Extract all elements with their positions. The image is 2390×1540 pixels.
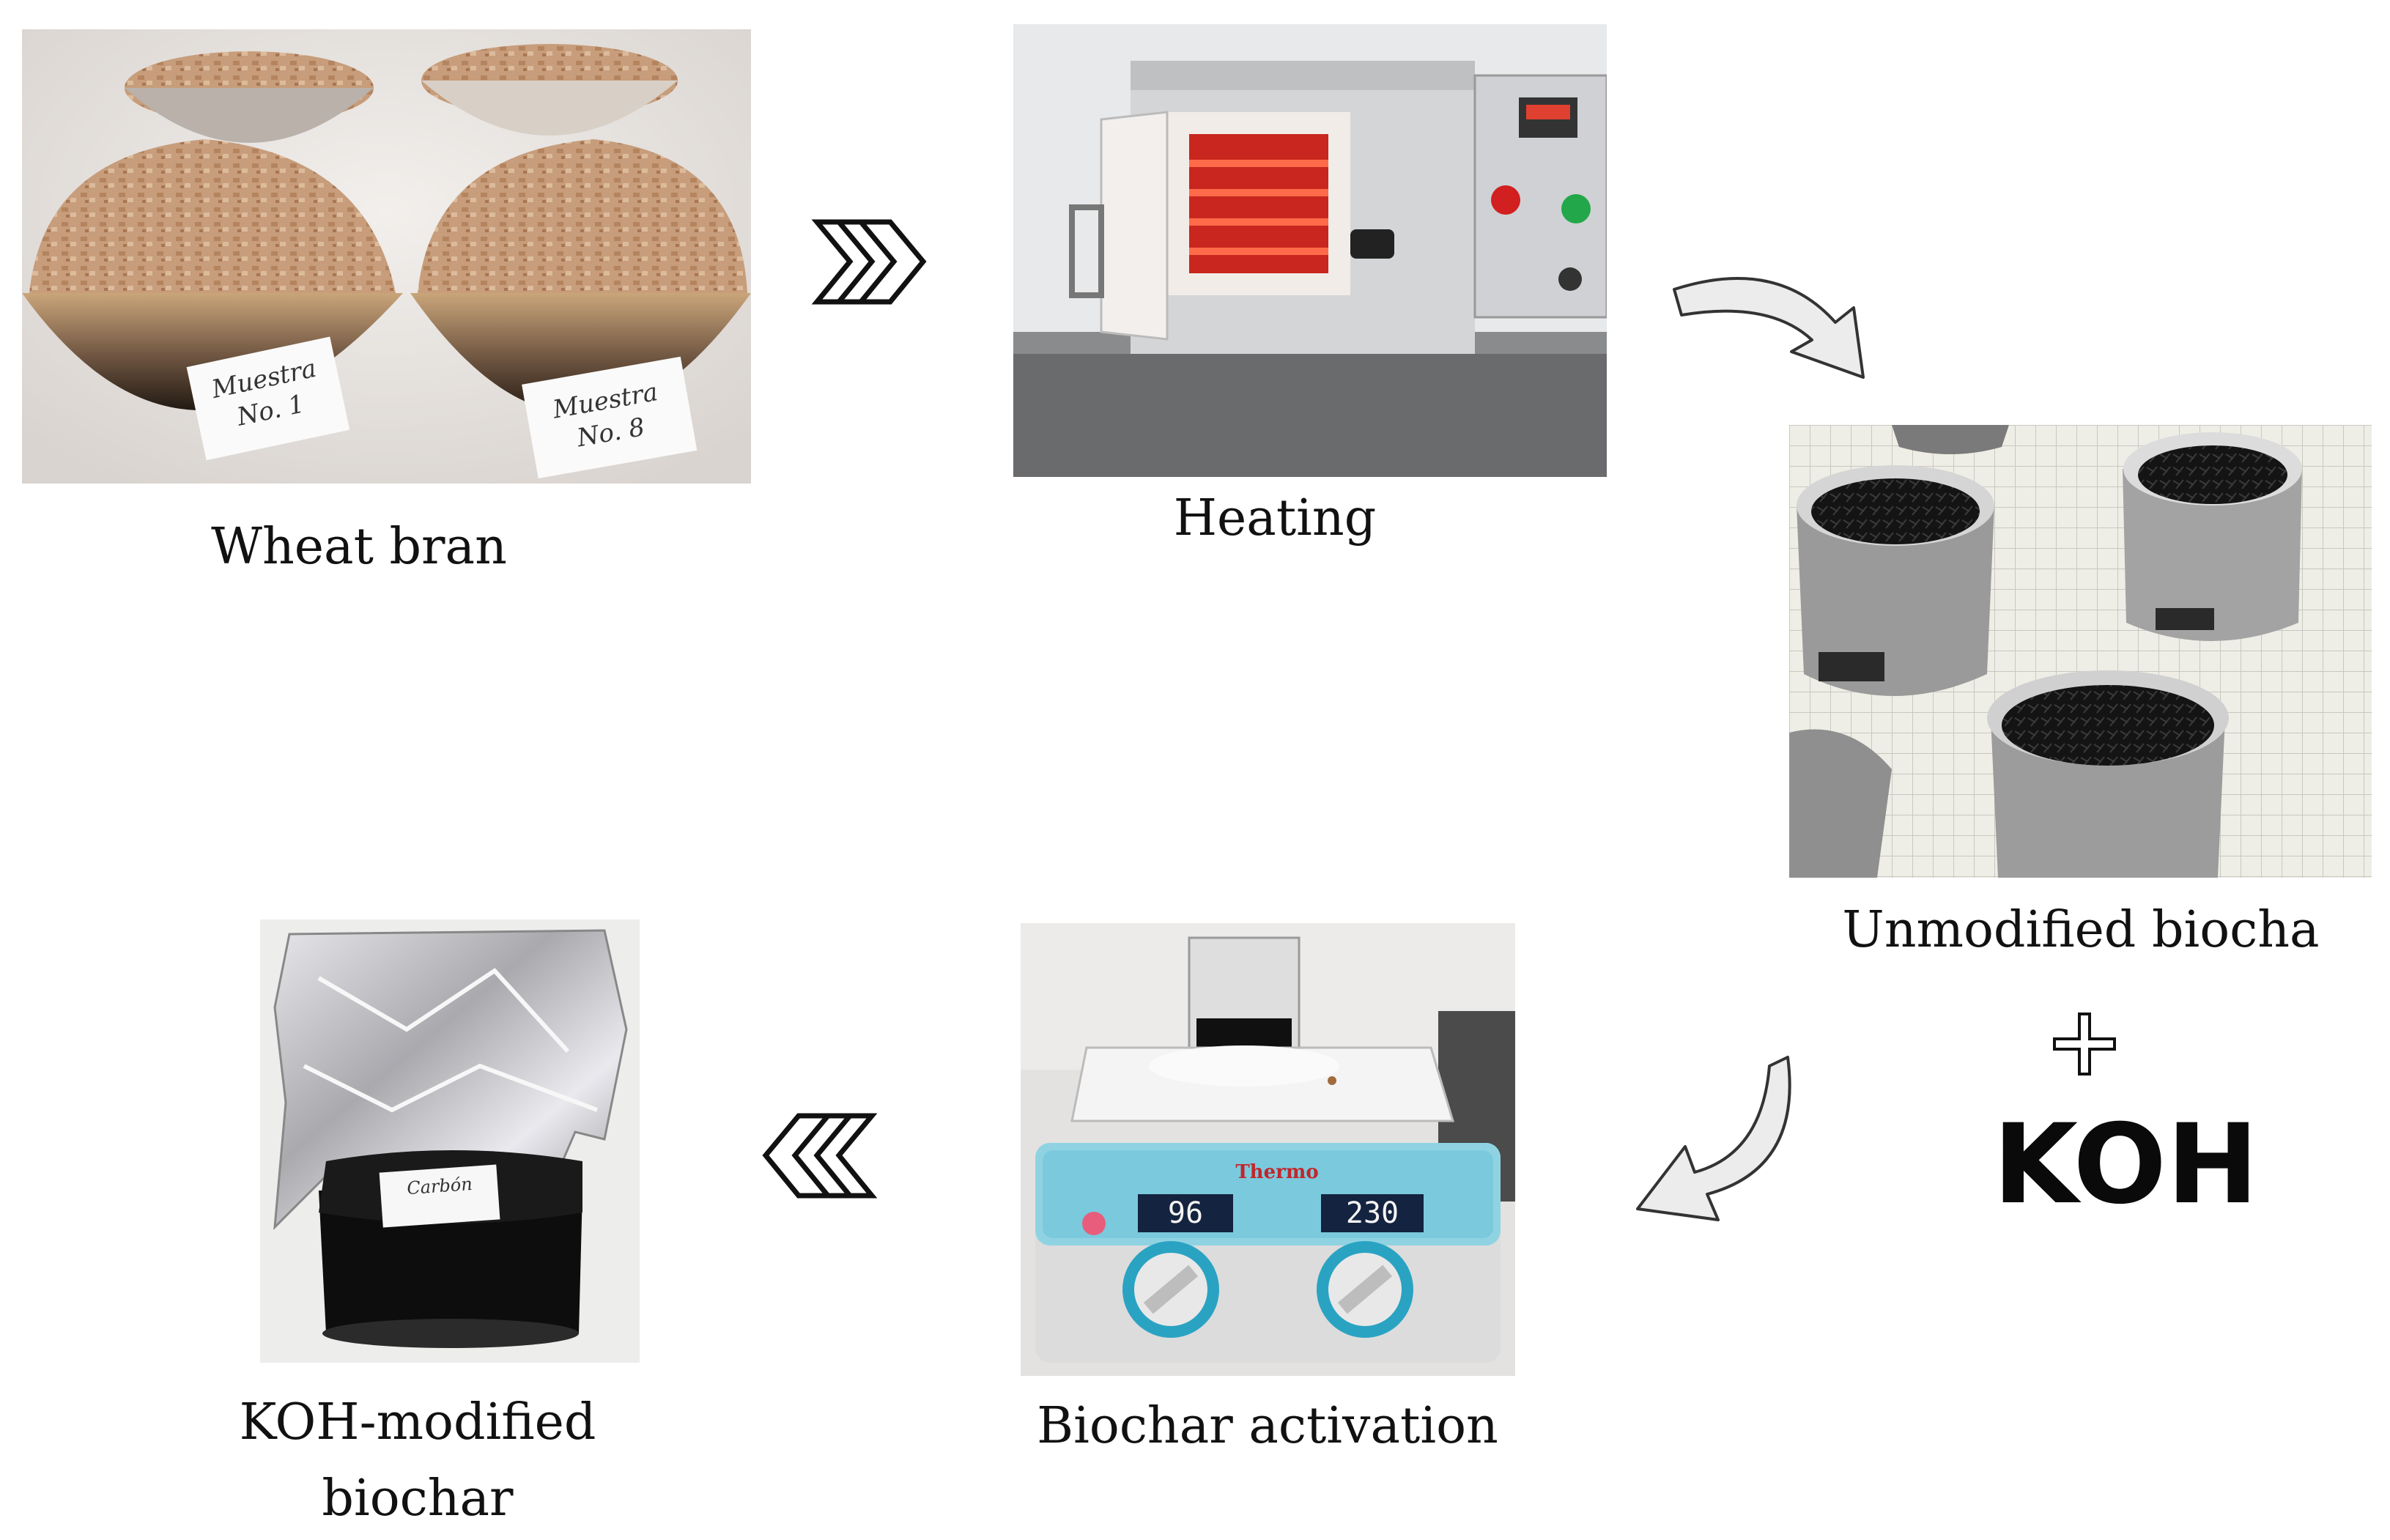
caption-koh-modified-biochar: KOH-modified biochar <box>198 1385 637 1537</box>
wheat-bran-photo: Muestra No. 1 Muestra No. 8 <box>22 29 751 484</box>
unmodified-biochar-photo <box>1789 425 2372 878</box>
chevron-left-icon <box>747 1110 879 1202</box>
koh-reagent-label: KOH <box>1993 1101 2259 1229</box>
caption-heating: Heating <box>1173 489 1377 547</box>
caption-wheat-bran: Wheat bran <box>211 518 507 576</box>
caption-koh-modified-line1: KOH-modified <box>239 1393 596 1451</box>
plus-icon <box>2052 1011 2117 1077</box>
chevron-right-icon <box>810 216 941 308</box>
caption-biochar-activation: Biochar activation <box>1037 1397 1498 1455</box>
curved-arrow-left-icon <box>1630 1051 1799 1245</box>
curved-arrow-down-icon <box>1667 264 1879 388</box>
heating-photo <box>1013 24 1607 477</box>
biochar-activation-photo: Thermo 96 230 <box>1021 923 1515 1376</box>
temperature-display: 96 <box>1167 1196 1204 1230</box>
speed-display: 230 <box>1345 1196 1399 1230</box>
caption-koh-modified-line2: biochar <box>322 1470 514 1528</box>
caption-unmodified-biochar: Unmodified biocha <box>1842 901 2320 959</box>
koh-modified-biochar-photo: Carbón <box>260 919 640 1363</box>
hotplate-brand: Thermo <box>1235 1161 1319 1183</box>
